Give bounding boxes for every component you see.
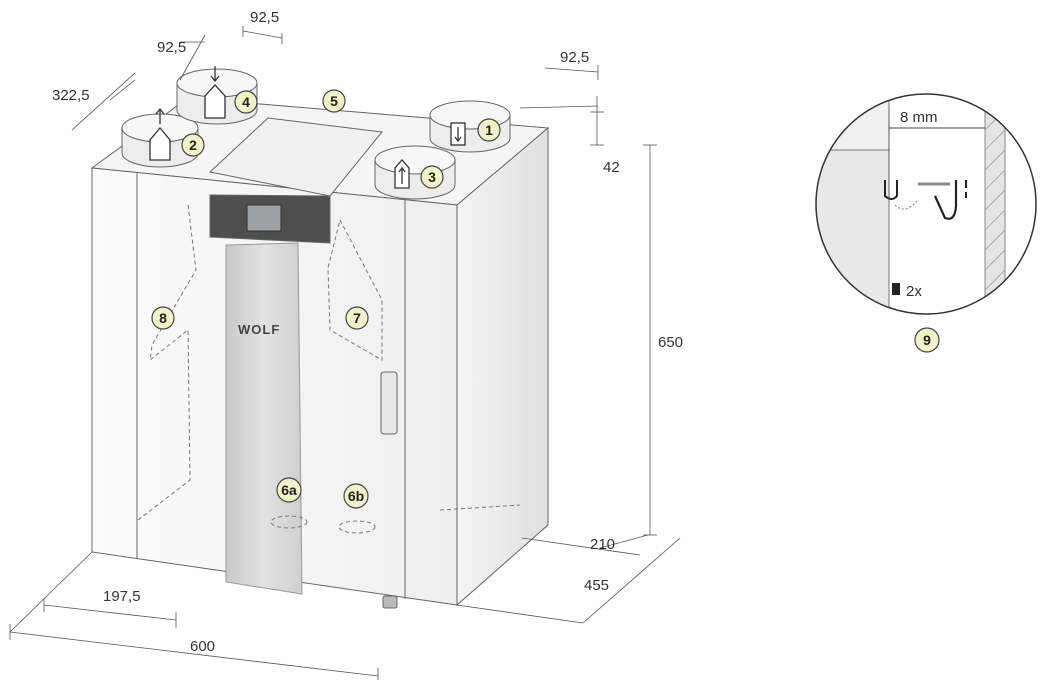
svg-text:197,5: 197,5 [103,588,141,605]
svg-text:210: 210 [590,536,615,553]
spigot-3 [374,145,456,200]
callout-3: 3 [420,165,444,189]
svg-text:5: 5 [330,93,338,109]
svg-text:4: 4 [242,94,250,110]
brand-logo: WOLF [238,322,280,337]
unit-right-side [456,126,549,607]
wall-hatch [984,94,1006,314]
svg-text:1: 1 [485,122,493,138]
svg-text:92,5: 92,5 [157,39,186,56]
unit-body [90,97,550,609]
dimension-lines [9,26,681,680]
svg-text:8 mm: 8 mm [900,109,938,126]
drain-foot [382,595,398,609]
svg-text:455: 455 [584,577,609,594]
door-strip [225,242,303,595]
svg-text:92,5: 92,5 [560,49,589,66]
svg-text:650: 650 [658,334,683,351]
door-handle [380,371,398,435]
svg-text:3: 3 [428,169,436,185]
callout-1: 1 [477,118,501,142]
svg-text:92,5: 92,5 [250,9,279,26]
callout-2: 2 [181,133,205,157]
filter-outlines [137,204,521,534]
detail-view: 8 mm 2x [815,93,1037,315]
callout-7: 7 [345,306,369,330]
svg-text:322,5: 322,5 [52,87,90,104]
callout-6a: 6a [276,477,302,503]
house-up-icon [149,126,171,161]
display-screen [246,204,282,232]
svg-text:6a: 6a [281,482,297,498]
hook-icon [884,180,898,200]
flow-icons [149,66,466,189]
svg-text:2x: 2x [906,283,922,300]
callout-5: 5 [322,89,346,113]
svg-text:2: 2 [189,137,197,153]
callout-8: 8 [151,306,175,330]
house-down-icon [204,84,226,119]
callout-6b: 6b [343,483,369,509]
svg-text:7: 7 [353,310,361,326]
control-housing [208,117,383,197]
callout-9: 9 [914,327,940,353]
svg-text:6b: 6b [348,488,364,504]
svg-text:600: 600 [190,638,215,655]
callout-4: 4 [234,90,258,114]
svg-text:42: 42 [603,159,620,176]
callouts: 1 2 3 4 5 6a 6b 7 8 9 [151,89,940,509]
svg-text:8: 8 [159,310,167,326]
spacer-block [892,283,900,295]
svg-text:9: 9 [923,332,931,348]
dimension-labels: 92,5 92,5 322,5 92,5 42 650 210 455 197,… [52,9,683,655]
